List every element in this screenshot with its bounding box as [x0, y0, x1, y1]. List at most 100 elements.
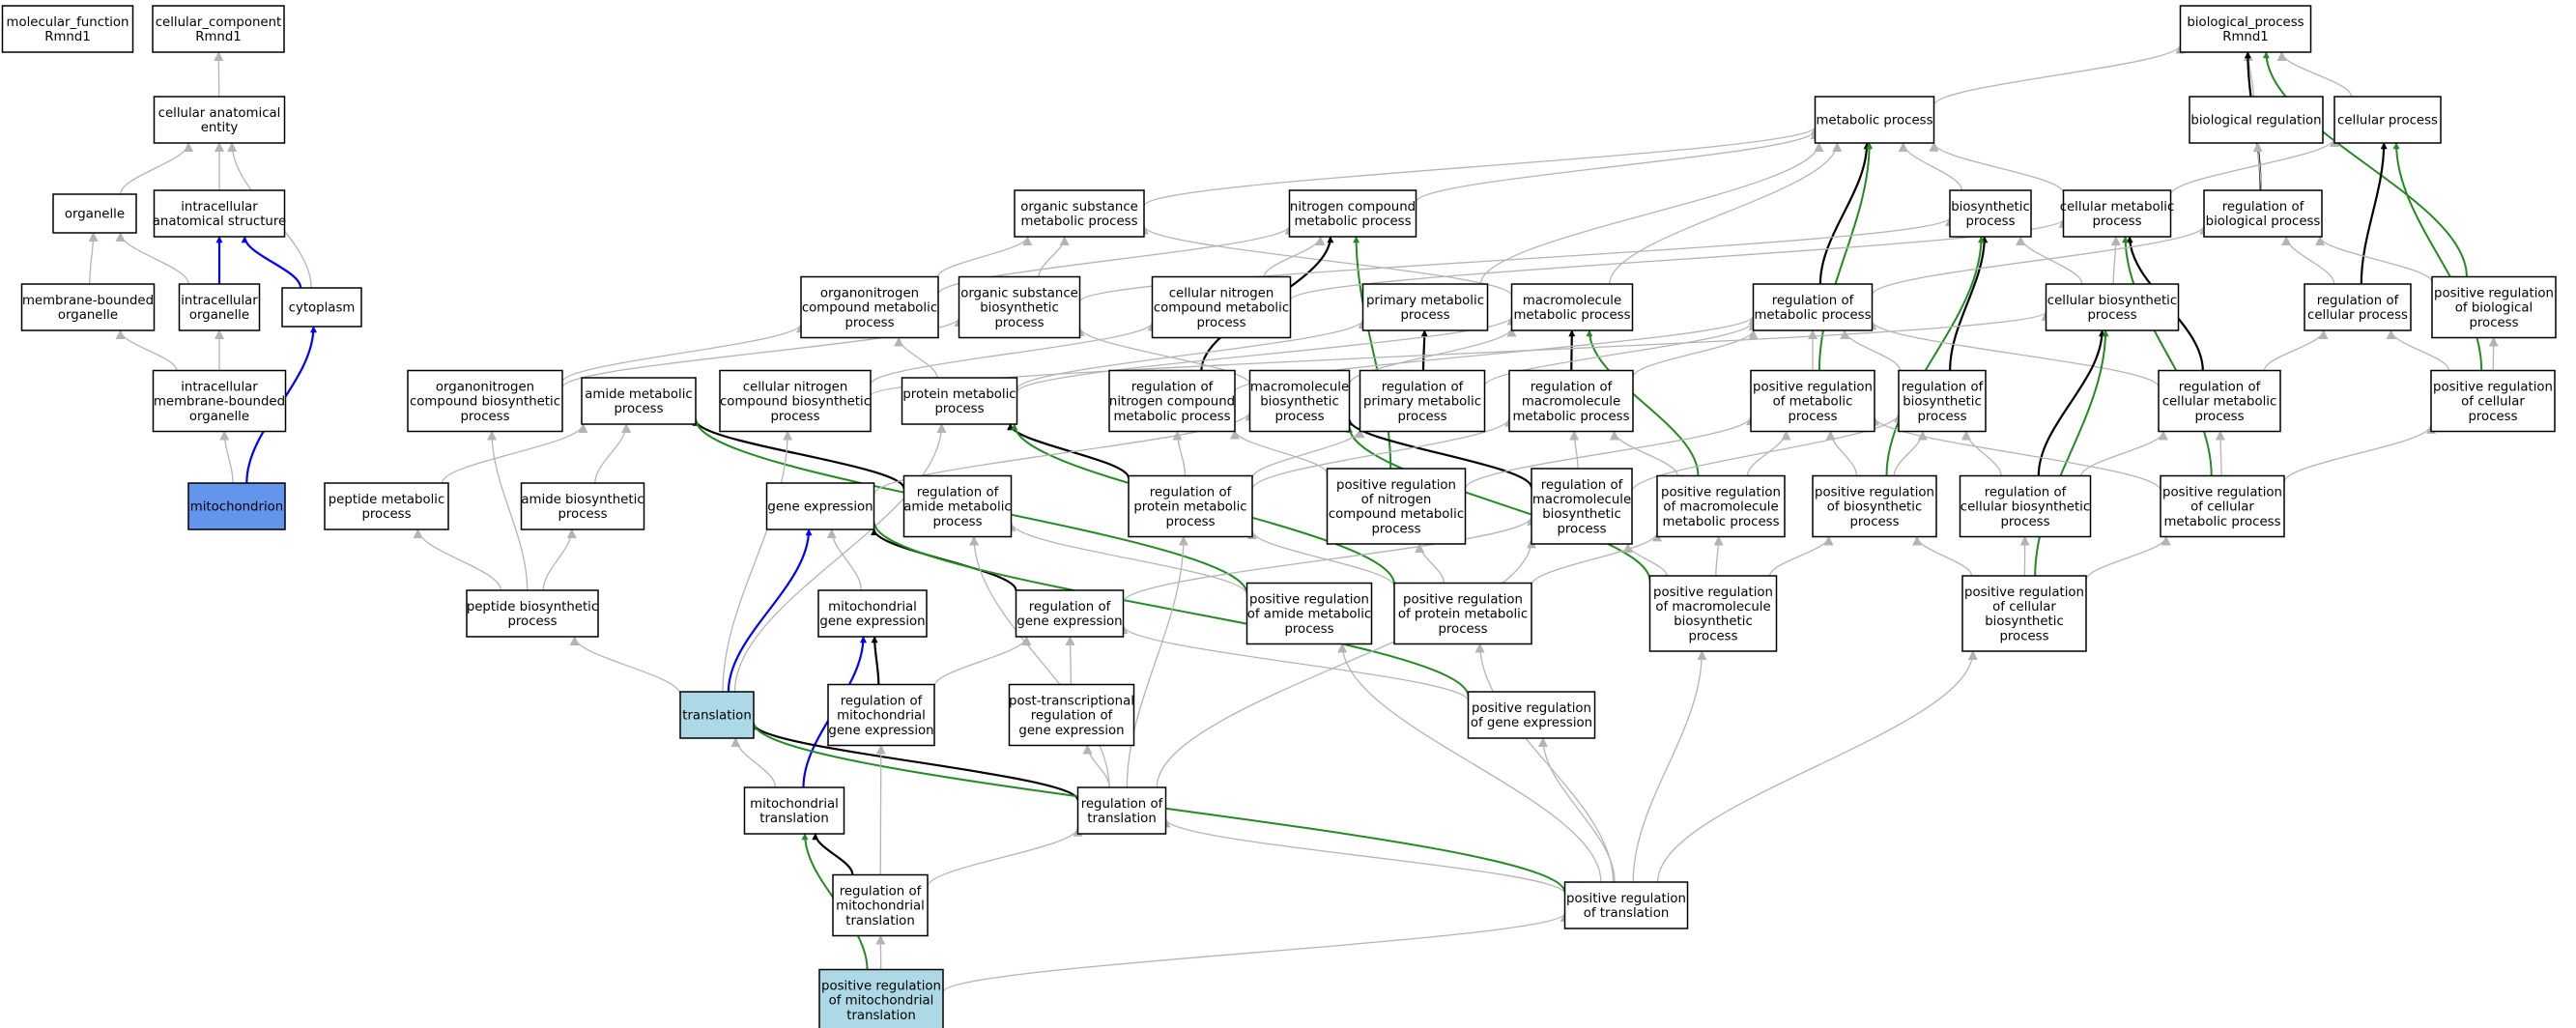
- node-label-line: regulation of: [2317, 294, 2399, 308]
- node-translation[interactable]: translation: [679, 691, 755, 739]
- edge-rcbp-to-rcmp: [2080, 430, 2168, 476]
- edge-ptrge-to-rge: [1065, 636, 1075, 685]
- node-box: [1949, 189, 2032, 238]
- node-label-line: metabolic process: [2163, 515, 2280, 529]
- node-organelle[interactable]: organelle: [52, 193, 137, 234]
- node-box: [817, 589, 928, 638]
- edge-prcmp-to-rcmp: [2215, 430, 2225, 476]
- node-box: [1393, 582, 1532, 645]
- node-label-line: metabolic process: [1294, 214, 1411, 229]
- node-label-line: regulation of: [1081, 797, 1163, 812]
- node-label-line: mitochondrial: [836, 900, 925, 914]
- node-box: [902, 474, 1013, 538]
- node-cp[interactable]: cellular process: [2333, 96, 2442, 144]
- node-label-line: peptide metabolic: [329, 493, 445, 507]
- edge-mbo-to-organelle: [88, 232, 99, 285]
- node-box: [818, 968, 944, 1028]
- node-box: [1812, 474, 1937, 538]
- node-breg[interactable]: biological regulation: [2189, 96, 2324, 144]
- node-label-line: process: [1999, 629, 2048, 643]
- node-label-line: compound metabolic: [802, 301, 937, 316]
- edge-prncmp-to-rncmp: [1230, 429, 1329, 474]
- node-label-line: process: [2469, 316, 2518, 330]
- edge-rmge-to-rge: [933, 636, 1032, 687]
- edge-mmp-to-mp: [1609, 142, 1843, 285]
- edge-imbo-to-mbo: [115, 329, 178, 371]
- node-rmbio[interactable]: regulation ofmacromoleculebiosyntheticpr…: [1531, 468, 1633, 545]
- node-mp[interactable]: metabolic process: [1814, 96, 1935, 144]
- edge-rmtrans-to-rmge: [875, 744, 886, 875]
- node-box: [679, 691, 755, 739]
- node-label-line: post-transcriptional: [1009, 694, 1134, 708]
- edge-rbsp-to-rmp: [1840, 329, 1902, 371]
- edge-rmbio-to-rmmp: [1569, 430, 1580, 470]
- node-cytoplasm[interactable]: cytoplasm: [281, 287, 362, 328]
- node-ge[interactable]: gene expression: [765, 482, 875, 530]
- node-mito[interactable]: mitochondrion: [187, 482, 286, 530]
- node-label-line: cytoplasm: [289, 301, 356, 316]
- edge-oncmp-to-ncmp: [937, 224, 1295, 295]
- node-box: [1108, 369, 1236, 433]
- node-label-line: regulation of: [2179, 380, 2261, 394]
- node-label-line: intracellular: [181, 200, 258, 214]
